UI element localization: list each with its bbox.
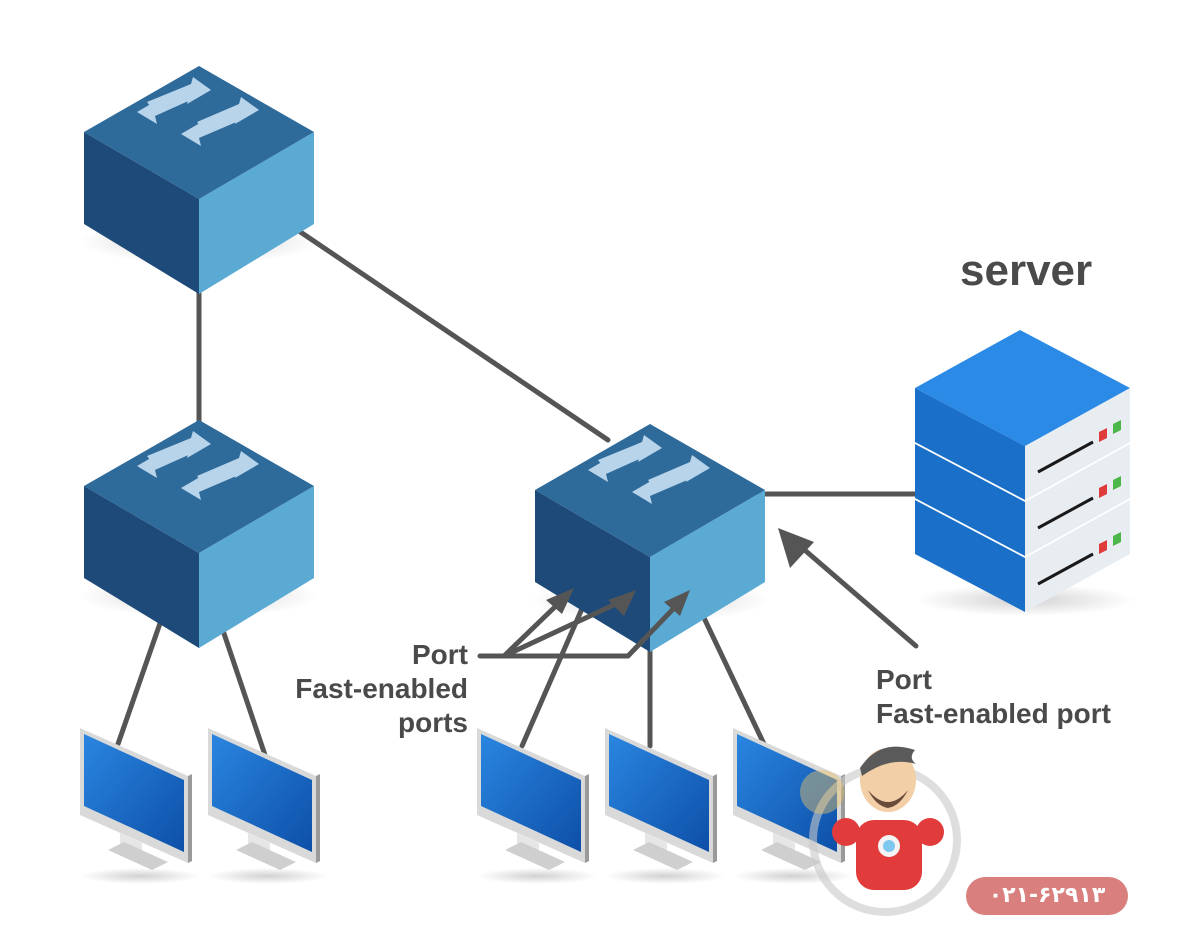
callout-line-server-port [797,543,919,649]
computer-icon-3 [477,728,597,884]
arrowhead-1 [546,588,574,614]
left-ports-line-2: Fast-enabled [295,673,468,704]
computer-icon-2 [208,728,328,884]
right-ports-label: Port Fast-enabled port [876,663,1111,731]
mascot-logo [800,746,961,916]
right-ports-line-1: Port [876,664,932,695]
link-core-to-right-switch [259,203,611,443]
server-title: server [960,246,1093,295]
right-ports-line-2: Fast-enabled port [876,698,1111,729]
callout-line-mid [501,599,623,659]
arrowheads [546,528,814,616]
right-switch [530,424,770,652]
arrowhead-3 [664,590,690,616]
server-icon [915,330,1135,616]
callout-line-right [501,603,679,659]
core-switch [79,66,319,294]
left-ports-line-1: Port [412,639,468,670]
computer-icon-1 [80,728,200,884]
left-ports-label: Port Fast-enabled ports [250,638,468,740]
arrowhead-2 [608,590,636,616]
arrowhead-server-port [778,528,814,568]
computer-icon-4 [605,728,725,884]
port-callout-arrows [477,543,919,659]
left-ports-line-3: ports [398,707,468,738]
left-switch [79,420,319,648]
phone-number-badge: ۰۲۱-۶۲۹۱۳ [966,877,1128,915]
